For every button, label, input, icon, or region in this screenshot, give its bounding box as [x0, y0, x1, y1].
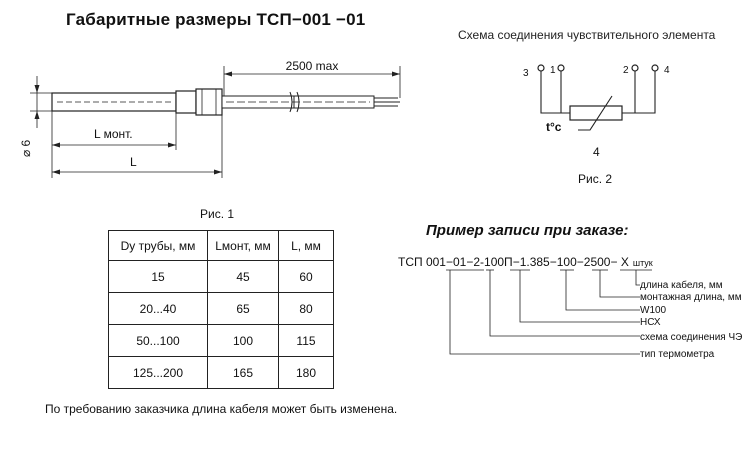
dimensions-table: Dу трубы, мм Lмонт, мм L, мм 15 45 60 20… — [108, 230, 334, 389]
legend-w100: W100 — [640, 305, 667, 316]
cell-diameter: 50...100 — [108, 324, 208, 357]
element-number: 4 — [593, 145, 600, 159]
cell-mount: 45 — [207, 260, 279, 293]
terminal-2: 2 — [623, 65, 629, 76]
code-type: ТСП 001−01− — [398, 255, 473, 269]
legend-scheme: схема соединения ЧЭ — [640, 332, 742, 343]
code-qty: − X — [610, 255, 628, 269]
sensor-element — [569, 105, 623, 121]
code-nsx: -100П — [480, 255, 513, 269]
header-length: L, мм — [278, 230, 334, 261]
code-mount: −100− — [550, 255, 584, 269]
nut — [195, 88, 223, 116]
mount-length-label: L монт. — [94, 127, 133, 141]
fitting — [175, 90, 197, 114]
arrow-head — [224, 71, 232, 77]
scheme-title: Схема соединения чувствительного элемент… — [458, 28, 716, 42]
arrow-head — [392, 71, 400, 77]
cell-length: 180 — [278, 356, 334, 389]
leader-type — [449, 270, 640, 355]
cell-mount: 65 — [207, 292, 279, 325]
leader-mount — [599, 270, 640, 298]
cell-mount: 165 — [207, 356, 279, 389]
table-row: 20...40 65 80 — [108, 292, 334, 325]
table-row: 50...100 100 115 — [108, 324, 334, 357]
cell-diameter: 125...200 — [108, 356, 208, 389]
leader-cable — [635, 270, 640, 286]
footer-note: По требованию заказчика длина кабеля мож… — [45, 402, 398, 416]
terminal-4: 4 — [664, 65, 670, 76]
figure1-caption: Рис. 1 — [200, 207, 234, 221]
cell-diameter: 20...40 — [108, 292, 208, 325]
legend-cable: длина кабеля, мм — [640, 279, 723, 291]
leader-scheme — [489, 270, 640, 337]
table-header-row: Dу трубы, мм Lмонт, мм L, мм — [108, 230, 334, 261]
leader-nsx — [519, 270, 640, 323]
order-example-title: Пример записи при заказе: — [426, 222, 629, 239]
table-row: 15 45 60 — [108, 260, 334, 293]
length-label: L — [130, 155, 137, 169]
cell-length: 115 — [278, 324, 334, 357]
cable-length-label: 2500 max — [286, 59, 339, 73]
order-code: ТСП 001−01−2-100П−1.385−100−2500− X штук — [398, 255, 653, 269]
table-row: 125...200 165 180 — [108, 356, 334, 389]
legend-nsx: НСХ — [640, 317, 661, 328]
header-pipe-diameter: Dу трубы, мм — [108, 230, 208, 261]
code-cable: 2500 — [584, 255, 611, 269]
cell-length: 80 — [278, 292, 334, 325]
code-scheme: 2 — [473, 255, 480, 269]
cell-diameter: 15 — [108, 260, 208, 293]
cell-length: 60 — [278, 260, 334, 293]
code-w100: −1.385 — [513, 255, 550, 269]
thermistor-slash — [578, 95, 613, 131]
figure2-caption: Рис. 2 — [578, 172, 612, 186]
terminal-3: 3 — [523, 68, 529, 79]
page-title: Габаритные размеры ТСП−001 −01 — [66, 10, 366, 29]
legend-type: тип термометра — [640, 349, 715, 360]
terminal-1: 1 — [550, 65, 556, 76]
header-mount-length: Lмонт, мм — [207, 230, 279, 261]
leader-w100 — [565, 270, 640, 311]
diameter-label: ⌀ 6 — [19, 139, 33, 157]
cell-mount: 100 — [207, 324, 279, 357]
temp-symbol: t°c — [546, 120, 562, 134]
code-pcs: штук — [633, 258, 653, 268]
legend-mount: монтажная длина, мм — [640, 292, 742, 303]
